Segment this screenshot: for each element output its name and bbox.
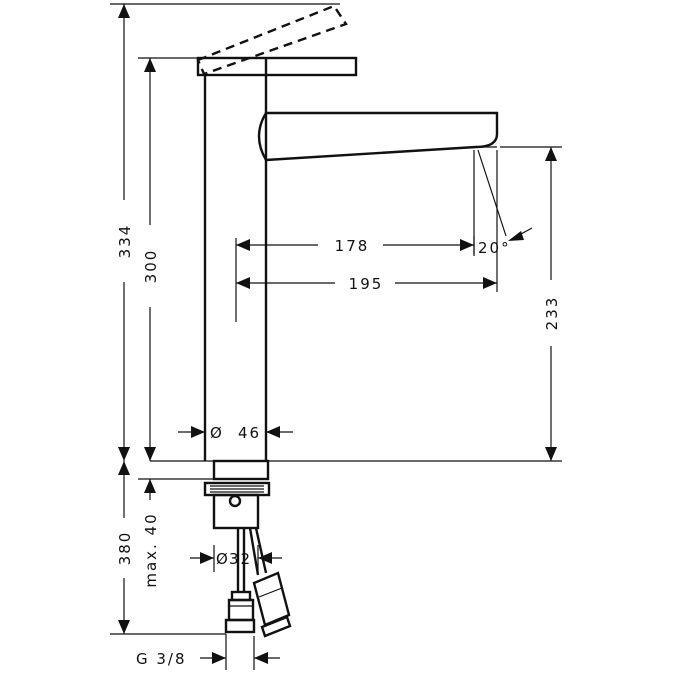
hose-left-ferrule (230, 590, 252, 602)
spout-outline (265, 111, 499, 162)
arrowhead (118, 461, 130, 475)
dim-shank-diameter: Ø 32 (190, 545, 282, 572)
dim-shank-diameter-label: 32 (229, 550, 252, 568)
arrowhead (212, 652, 226, 664)
dim-angle-label: 20° (478, 239, 511, 257)
arrowhead (258, 552, 272, 564)
hose-right-nut-line (258, 587, 283, 598)
spout-neck (257, 112, 268, 161)
arrowhead (545, 447, 557, 461)
arrowhead (118, 620, 130, 634)
diameter-symbol: Ø (210, 424, 224, 442)
arrowhead (254, 652, 268, 664)
arrowhead (144, 58, 156, 72)
lever-open-position (196, 4, 348, 76)
hose-right-edge (254, 527, 268, 574)
arrowhead (236, 277, 250, 289)
diameter-symbol: Ø (216, 550, 230, 568)
dim-connection: G 3/8 (136, 634, 280, 670)
mounting-assembly (203, 459, 292, 638)
arrowhead (200, 552, 214, 564)
dim-reach: 178 195 (235, 150, 498, 322)
dim-connection-label: G 3/8 (136, 650, 187, 668)
dim-hose-length: 380 (110, 461, 226, 635)
dim-reach-inner-label: 178 (335, 237, 370, 255)
dim-body-height: 300 (138, 57, 198, 461)
lever-handle (196, 56, 358, 77)
dim-max-thickness: max. 40 (138, 478, 214, 588)
faucet-body (150, 4, 562, 462)
hose-right (248, 527, 260, 576)
dim-body-diameter-label: 46 (238, 424, 261, 442)
arrowhead (144, 479, 156, 493)
dim-max-thickness-label: max. 40 (142, 512, 160, 587)
arrowhead (460, 239, 474, 251)
dim-angle: 20° (473, 149, 533, 257)
arrowhead (144, 447, 156, 461)
arrowhead (118, 447, 130, 461)
arrowhead (483, 277, 497, 289)
arrowhead (266, 426, 280, 438)
dim-total-height-label: 334 (116, 224, 134, 259)
hose-left-connector (224, 618, 256, 634)
dim-body-diameter: Ø 46 (178, 424, 293, 442)
dim-hose-length-label: 380 (116, 531, 134, 566)
dim-total-height: 334 (110, 3, 340, 461)
dim-body-height-label: 300 (142, 249, 160, 284)
arrowhead (545, 147, 557, 161)
arrowhead (236, 239, 250, 251)
dim-reach-outer-label: 195 (349, 275, 384, 293)
fixing-screw (228, 494, 242, 508)
hose-right-nut (252, 571, 291, 627)
threaded-shank (212, 493, 260, 530)
arrowhead (191, 426, 205, 438)
dim-spout-height: 233 (500, 146, 562, 461)
angle-ray (477, 149, 507, 237)
dim-spout-height-label: 233 (543, 296, 561, 331)
mounting-base (212, 459, 270, 481)
arrowhead (508, 231, 524, 241)
hose-right-connector (260, 615, 292, 638)
arrowhead (118, 4, 130, 18)
hose-left-nut (227, 598, 255, 622)
